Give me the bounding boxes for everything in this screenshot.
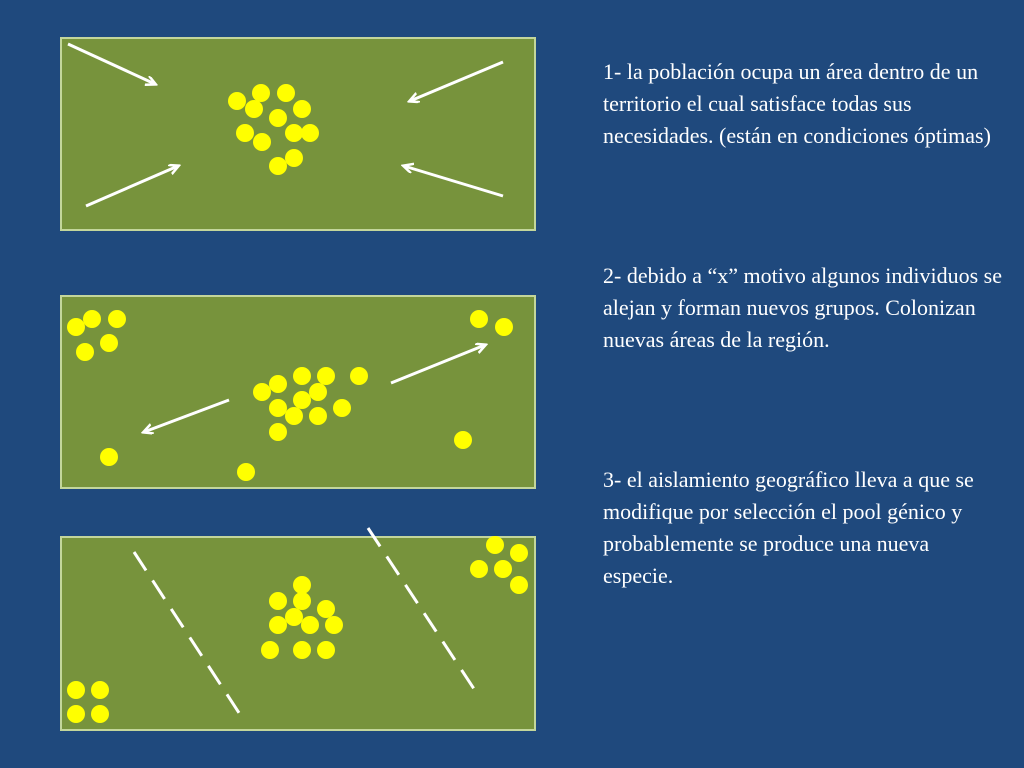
panel-population-dispersal: [60, 295, 536, 489]
caption-step-2: 2- debido a “x” motivo algunos individuo…: [603, 263, 1002, 352]
panel-geographic-isolation: [60, 536, 536, 731]
caption-step-3: 3- el aislamiento geográfico lleva a que…: [603, 467, 974, 588]
caption-step-1: 1- la población ocupa un área dentro de …: [603, 59, 991, 148]
panel-population-optimal: [60, 37, 536, 231]
